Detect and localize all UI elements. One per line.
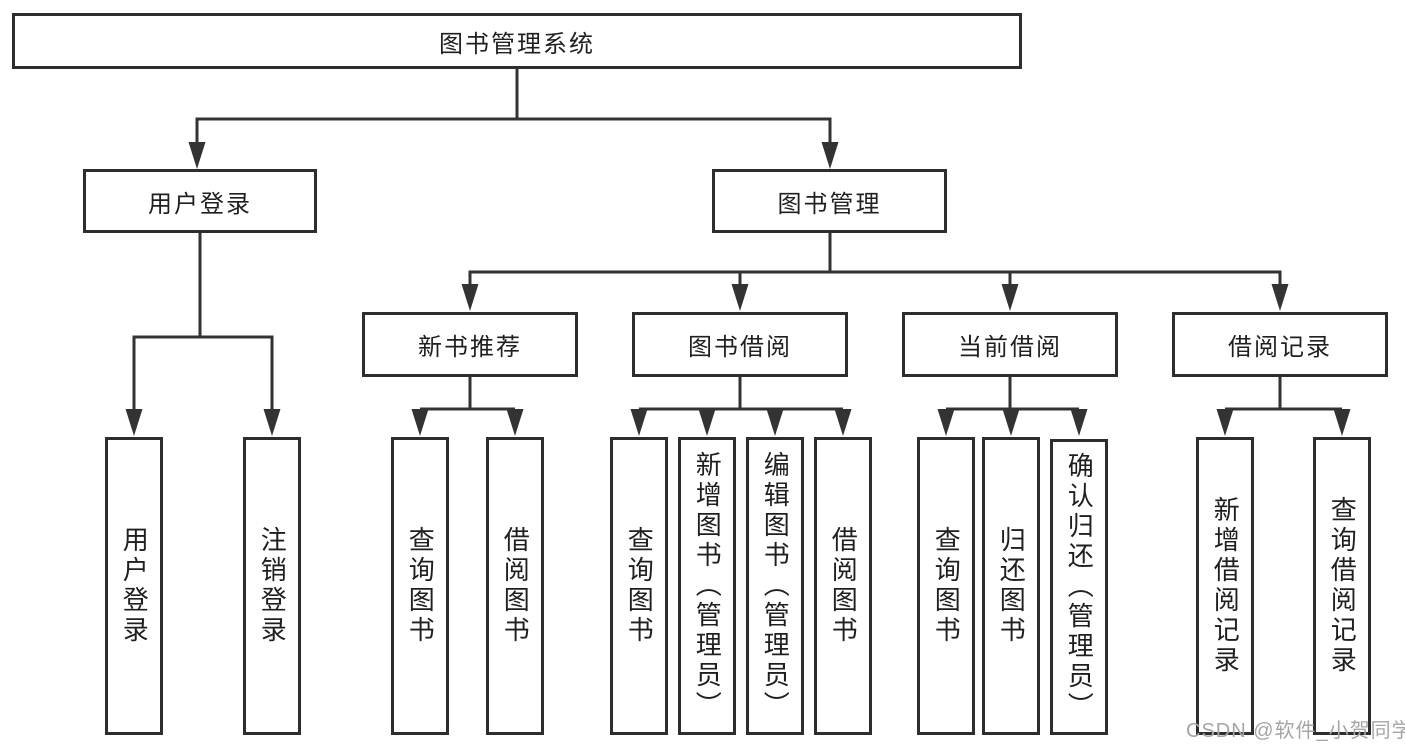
node-current-borrow: 当前借阅 <box>902 312 1118 377</box>
node-add-borrow-record-label: 新增借阅记录 <box>1210 496 1241 676</box>
edge-currentborrow-to-leaves <box>946 377 1079 411</box>
arrowheads <box>125 142 1351 436</box>
node-current-borrow-label: 当前借阅 <box>958 334 1062 361</box>
node-book-management: 图书管理 <box>712 169 947 233</box>
node-query-borrow-record-label: 查询借阅记录 <box>1327 496 1358 676</box>
node-query-borrow-record: 查询借阅记录 <box>1313 437 1371 735</box>
node-borrow-books-borrow: 借阅图书 <box>814 437 872 735</box>
node-borrow-books-recommend: 借阅图书 <box>486 437 544 735</box>
node-add-books-admin-label: 新增图书（管理员） <box>692 451 723 721</box>
edge-bookborrow-to-leaves <box>639 377 843 411</box>
node-library-system: 图书管理系统 <box>12 13 1022 69</box>
csdn-watermark: CSDN @软件_小贺同学 <box>1186 720 1405 742</box>
edge-bookmgmt-to-level3 <box>468 233 1282 285</box>
node-borrow-records-label: 借阅记录 <box>1228 334 1332 361</box>
node-borrow-books-borrow-label: 借阅图书 <box>828 526 859 646</box>
node-query-books-borrow-label: 查询图书 <box>624 526 655 646</box>
edge-newbook-to-leaves <box>420 377 515 411</box>
node-add-books-admin: 新增图书（管理员） <box>678 437 736 735</box>
node-new-book-recommend: 新书推荐 <box>362 312 578 377</box>
node-query-books-current: 查询图书 <box>917 437 975 735</box>
node-user-login: 用户登录 <box>83 169 317 233</box>
node-logout-action: 注销登录 <box>243 437 301 735</box>
node-confirm-return-admin: 确认归还（管理员） <box>1050 439 1108 735</box>
edge-userlogin-to-leaves <box>132 232 274 409</box>
edge-root-to-level2 <box>195 69 832 143</box>
node-login-action-label: 用户登录 <box>119 526 150 646</box>
node-query-books-recommend: 查询图书 <box>391 437 449 735</box>
node-query-books-borrow: 查询图书 <box>610 437 668 735</box>
node-return-books-label: 归还图书 <box>996 526 1027 646</box>
edge-borrowrecords-to-leaves <box>1225 377 1342 411</box>
node-query-books-current-label: 查询图书 <box>931 526 962 646</box>
node-edit-books-admin-label: 编辑图书（管理员） <box>760 451 791 721</box>
node-book-management-label: 图书管理 <box>777 190 882 218</box>
node-borrow-books-recommend-label: 借阅图书 <box>500 526 531 646</box>
node-book-borrow-label: 图书借阅 <box>688 334 792 361</box>
node-add-borrow-record: 新增借阅记录 <box>1196 437 1254 735</box>
node-return-books: 归还图书 <box>982 437 1040 735</box>
node-edit-books-admin: 编辑图书（管理员） <box>746 437 804 735</box>
node-logout-action-label: 注销登录 <box>257 526 288 646</box>
node-user-login-label: 用户登录 <box>148 190 252 218</box>
node-login-action: 用户登录 <box>105 437 163 735</box>
node-library-system-label: 图书管理系统 <box>439 30 595 58</box>
node-book-borrow: 图书借阅 <box>632 312 848 377</box>
node-query-books-recommend-label: 查询图书 <box>405 526 436 646</box>
node-borrow-records: 借阅记录 <box>1172 312 1388 377</box>
node-new-book-recommend-label: 新书推荐 <box>418 334 522 361</box>
node-confirm-return-admin-label: 确认归还（管理员） <box>1064 452 1095 722</box>
